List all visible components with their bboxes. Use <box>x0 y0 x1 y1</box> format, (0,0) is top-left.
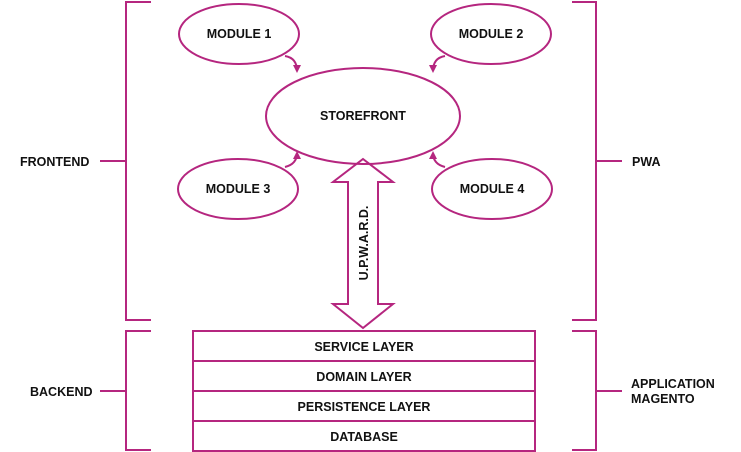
module-1-arrow <box>284 55 301 73</box>
backend-bracket <box>100 330 151 451</box>
upward-label: U.P.W.A.R.D. <box>357 206 371 281</box>
application-label: APPLICATION <box>631 377 715 391</box>
module-4-label: MODULE 4 <box>460 182 525 196</box>
module-1-label: MODULE 1 <box>207 27 272 41</box>
database-box <box>192 420 536 452</box>
domain-layer-label: DOMAIN LAYER <box>316 370 411 384</box>
database-label: DATABASE <box>330 430 398 444</box>
application-bracket <box>572 330 622 451</box>
module-2-ellipse <box>430 3 552 65</box>
upward-double-arrow <box>330 157 396 330</box>
module-4-ellipse <box>431 158 553 220</box>
backend-label: BACKEND <box>30 385 93 399</box>
pwa-label: PWA <box>632 155 660 169</box>
storefront-label: STOREFRONT <box>320 109 406 123</box>
frontend-bracket <box>100 1 151 321</box>
module-3-ellipse <box>177 158 299 220</box>
storefront-ellipse <box>265 67 461 165</box>
service-layer-label: SERVICE LAYER <box>314 340 413 354</box>
module-3-label: MODULE 3 <box>206 182 271 196</box>
pwa-bracket <box>572 1 622 321</box>
module-4-arrow <box>429 151 446 168</box>
module-2-label: MODULE 2 <box>459 27 524 41</box>
magento-label: MAGENTO <box>631 392 695 406</box>
module-1-ellipse <box>178 3 300 65</box>
frontend-label: FRONTEND <box>20 155 89 169</box>
persistence-layer-label: PERSISTENCE LAYER <box>298 400 431 414</box>
module-2-arrow <box>429 55 446 73</box>
module-3-arrow <box>284 151 301 168</box>
